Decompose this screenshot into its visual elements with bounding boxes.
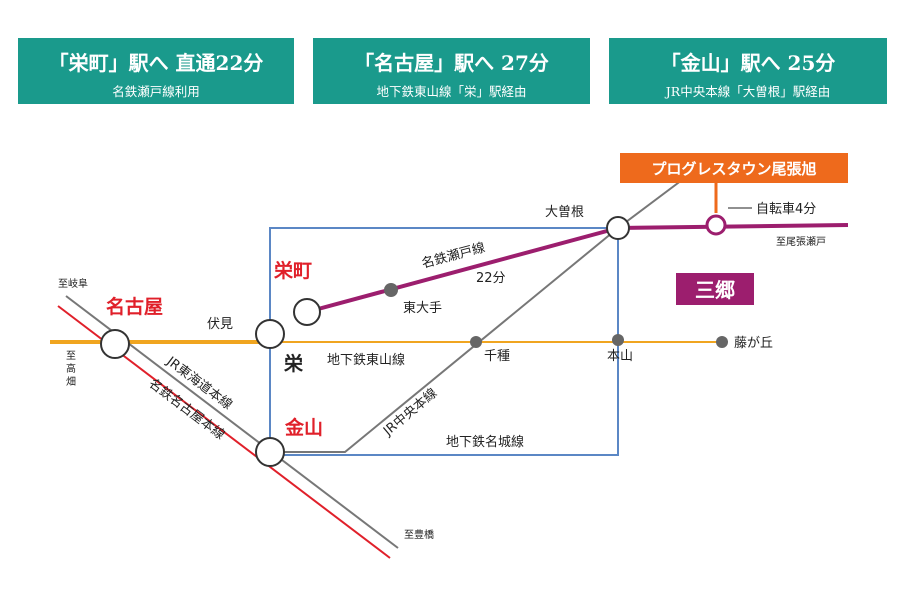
station-fujigaoka-marker: [716, 336, 728, 348]
label-to-toyohashi: 至豊橋: [404, 528, 434, 541]
label-ozone: 大曽根: [545, 205, 584, 220]
station-nagoya-marker: [100, 329, 130, 359]
region-label: 三郷: [695, 278, 735, 302]
label-to-owariseto: 至尾張瀬戸: [776, 236, 826, 248]
label-meijo: 地下鉄名城線: [446, 434, 524, 450]
label-fushimi: 伏見: [207, 317, 233, 332]
label-fujigaoka: 藤が丘: [734, 336, 773, 351]
label-motoyama: 本山: [607, 349, 633, 364]
label-nagoya: 名古屋: [106, 295, 163, 318]
label-higashiote: 東大手: [403, 300, 442, 316]
label-chuo: JR中央本線: [380, 385, 441, 440]
banner-text: プログレスタウン尾張旭: [651, 160, 816, 178]
label-seto-time: 22分: [476, 271, 506, 286]
panel-subtitle: JR中央本線「大曽根」駅経由: [665, 84, 831, 99]
meitetsu-seto-line: [306, 226, 619, 314]
station-motoyama-marker: [612, 334, 624, 346]
panel-title: 「名古屋」駅へ 27分: [354, 51, 549, 75]
panel-sakaemachi: 「栄町」駅へ 直通22分 名鉄瀬戸線利用: [18, 38, 294, 104]
jr-chuo-line: [270, 164, 703, 453]
label-chikusa: 千種: [484, 348, 510, 364]
station-fushimi-marker: [255, 319, 285, 349]
panel-kanayama: 「金山」駅へ 25分 JR中央本線「大曽根」駅経由: [609, 38, 887, 104]
panel-title: 「栄町」駅へ 直通22分: [48, 51, 264, 75]
panel-subtitle: 地下鉄東山線「栄」駅経由: [376, 84, 527, 99]
seto-line-east: [617, 223, 849, 230]
bike-label: 自転車4分: [756, 202, 816, 217]
panel-subtitle: 名鉄瀬戸線利用: [112, 84, 200, 99]
banner-box: [620, 153, 848, 183]
station-chikusa-marker: [470, 336, 482, 348]
station-owariasahi-marker: [705, 214, 727, 236]
station-sakaemachi-marker: [293, 298, 321, 326]
label-sakaemachi: 栄町: [273, 259, 312, 282]
region-box: [676, 273, 754, 305]
label-to-gifu: 至岐阜: [58, 277, 88, 290]
panel-title: 「金山」駅へ 25分: [660, 51, 836, 75]
panel-nagoya: 「名古屋」駅へ 27分 地下鉄東山線「栄」駅経由: [313, 38, 590, 104]
label-to-takabata: 至 高 畑: [66, 350, 79, 388]
label-sakae: 栄: [283, 352, 304, 375]
station-higashiote-marker: [384, 283, 398, 297]
station-ozone-marker: [606, 216, 630, 240]
label-higashiyama: 地下鉄東山線: [327, 352, 405, 368]
station-kanayama-marker: [255, 437, 285, 467]
label-kanayama: 金山: [284, 416, 323, 439]
